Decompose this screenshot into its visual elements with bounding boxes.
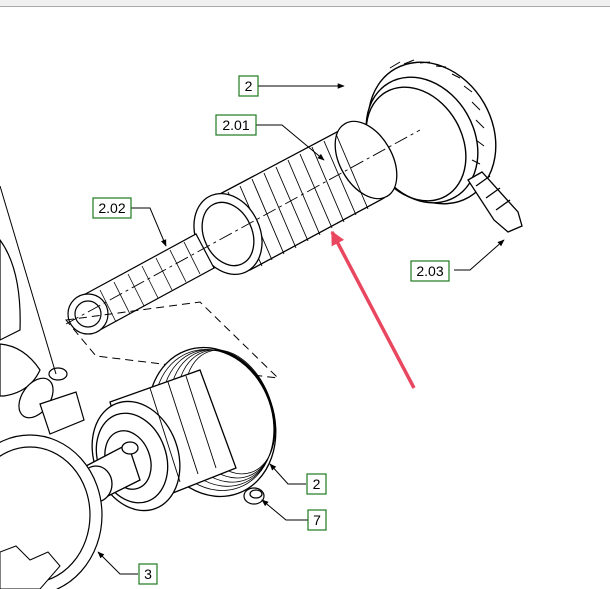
viewer-top-bar: [0, 0, 610, 7]
left-partial-parts: [0, 238, 103, 589]
callout-7[interactable]: 7: [307, 509, 327, 531]
svg-text:2.01: 2.01: [222, 117, 249, 133]
svg-text:2.03: 2.03: [416, 263, 443, 279]
callout-2-02[interactable]: 2.02: [92, 197, 132, 219]
callout-2-top[interactable]: 2: [238, 75, 259, 97]
small-ribbed-tube-part: [67, 233, 215, 335]
svg-text:2: 2: [313, 476, 321, 492]
highlight-arrow: [330, 230, 416, 389]
callout-2-bottom[interactable]: 2: [306, 473, 327, 495]
callout-3[interactable]: 3: [138, 563, 158, 585]
center-axis-line: [65, 129, 421, 325]
svg-text:7: 7: [313, 512, 321, 528]
leader-lines: [0, 83, 505, 575]
svg-text:2: 2: [245, 78, 253, 94]
group-boundary-box: [65, 301, 280, 379]
callout-2-03[interactable]: 2.03: [410, 260, 450, 282]
svg-text:2.02: 2.02: [98, 200, 125, 216]
callout-2-01[interactable]: 2.01: [215, 114, 257, 136]
outlet-pipe-part: [467, 171, 523, 233]
svg-text:3: 3: [144, 566, 152, 582]
filter-housing-assembly: [79, 346, 277, 512]
clip-part: [243, 487, 265, 505]
